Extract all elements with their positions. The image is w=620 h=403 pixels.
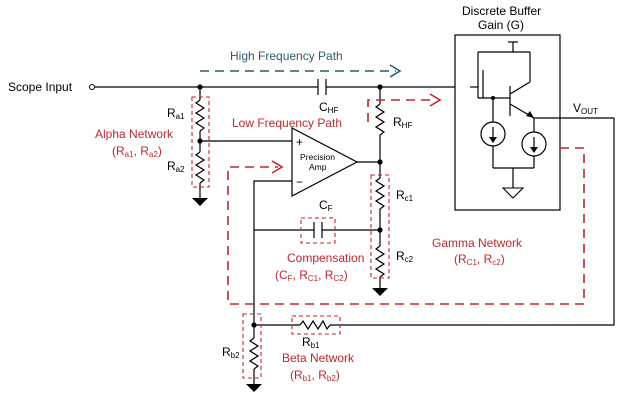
amp-minus-input: − <box>296 175 303 189</box>
amp-label-line2: Amp <box>309 162 327 172</box>
resistor-rc2 <box>372 245 388 296</box>
cf-label: CF <box>319 198 333 213</box>
amp-plus-input: + <box>296 135 303 149</box>
discrete-buffer <box>454 34 614 211</box>
resistor-rc1 <box>374 177 386 246</box>
gamma-feedback-path <box>227 147 585 305</box>
gamma-resistor-box <box>370 174 390 279</box>
rhf-label: RHF <box>393 115 412 130</box>
vout-label: VOUT <box>573 101 598 116</box>
precision-amp <box>291 127 359 197</box>
resistor-rb1 <box>299 319 331 331</box>
rc2-label: Rc2 <box>396 249 414 264</box>
alpha-network-title: Alpha Network <box>95 127 174 141</box>
buffer-title-line1: Discrete Buffer <box>462 4 541 18</box>
alpha-network <box>191 87 210 206</box>
buffer-title-line2: Gain (G) <box>478 18 524 32</box>
ra1-label: Ra1 <box>167 106 185 121</box>
beta-network-title: Beta Network <box>282 351 355 365</box>
rb1-box <box>291 315 341 335</box>
low-frequency-path-arrow <box>367 93 442 122</box>
high-frequency-path-arrow <box>200 64 402 78</box>
beta-network-components: (Rb1, Rb2) <box>290 368 340 383</box>
rb1-label: Rb1 <box>302 335 320 350</box>
gamma-network-components: (RC1, Rc2) <box>454 252 505 267</box>
capacitor-chf <box>317 79 327 95</box>
cf-box <box>300 217 336 244</box>
resistor-rb2 <box>246 337 262 392</box>
scope-input-label: Scope Input <box>8 80 73 94</box>
low-frequency-path-label: Low Frequency Path <box>232 116 342 130</box>
input-wire <box>89 84 470 90</box>
alpha-network-components: (Ra1, Ra2) <box>112 144 162 159</box>
gamma-arrowhead <box>271 160 284 174</box>
resistor-rhf <box>374 87 386 178</box>
compensation-title: Compensation <box>287 251 364 265</box>
rc1-label: Rc1 <box>396 188 414 203</box>
compensation-components: (CF, RC1, RC2) <box>275 268 348 283</box>
rb2-box <box>242 313 262 379</box>
chf-label: CHF <box>319 100 338 115</box>
rb2-label: Rb2 <box>222 345 240 360</box>
amp-label-line1: Precision <box>300 152 335 162</box>
feedback-wire <box>253 180 292 338</box>
output-feedback-wire <box>330 118 615 326</box>
ra2-label: Ra2 <box>167 159 185 174</box>
capacitor-cf <box>254 222 380 238</box>
gamma-network-title: Gamma Network <box>432 236 523 250</box>
high-frequency-path-label: High Frequency Path <box>230 49 343 63</box>
